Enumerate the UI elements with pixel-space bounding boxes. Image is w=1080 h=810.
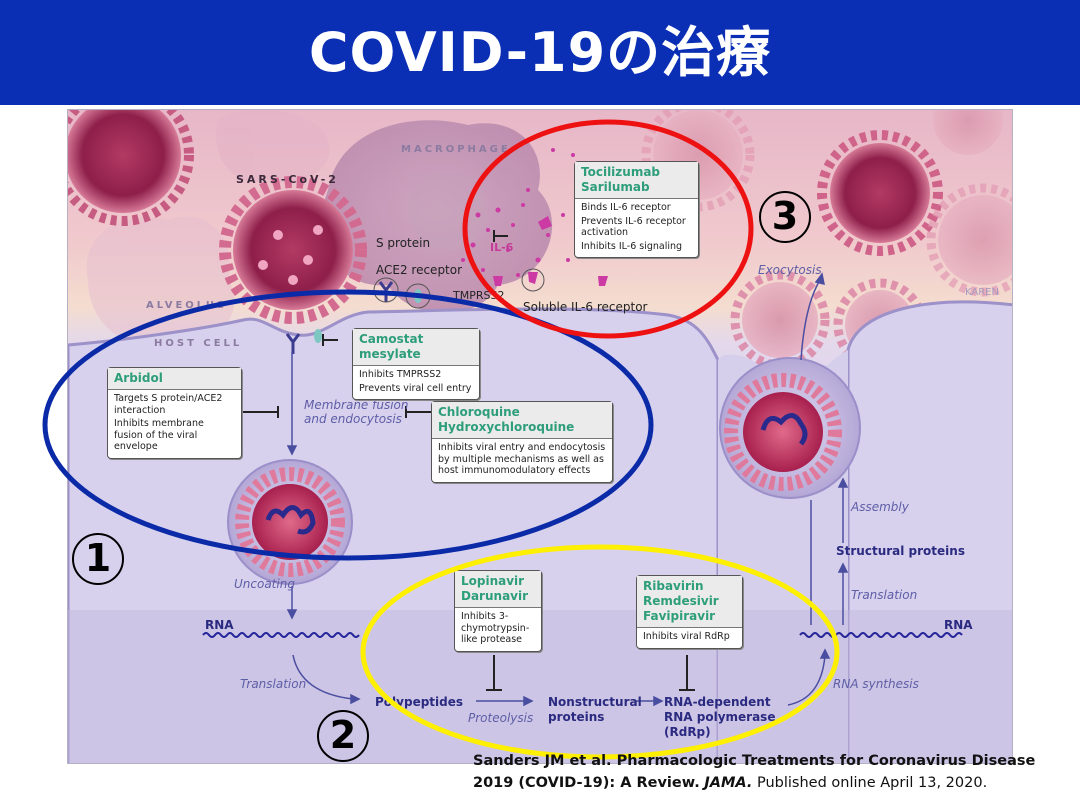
virus-particle <box>68 110 194 226</box>
label-host-cell: HOST CELL <box>154 338 243 349</box>
label-nonstructural: Nonstructural <box>548 695 642 709</box>
drug-name: Favipiravir <box>643 609 716 623</box>
marker-1: 1 <box>72 533 124 585</box>
label-proteins: proteins <box>548 710 605 724</box>
drug-effect: Inhibits IL-6 signaling <box>581 240 683 252</box>
drug-effect: Inhibits viral RdRp <box>643 631 730 642</box>
label-exocytosis: Exocytosis <box>758 263 822 277</box>
drug-box-arbidol: Arbidol Targets S protein/ACE2 interacti… <box>107 367 242 459</box>
label-karen: KAREN <box>965 287 999 298</box>
drug-effect: Prevents IL-6 receptor activation <box>581 215 686 239</box>
drug-name: Arbidol <box>114 371 163 385</box>
label-rdrp-line1: RNA-dependent <box>664 695 771 709</box>
label-soluble-il6-receptor: Soluble IL-6 receptor <box>523 300 648 314</box>
label-membrane-fusion: Membrane fusion <box>304 398 409 412</box>
drug-effect: Inhibits membrane fusion of the viral en… <box>114 418 204 452</box>
slide-header: COVID-19の治療 <box>0 0 1080 105</box>
citation-line1: Sanders JM et al. Pharmacologic Treatmen… <box>473 753 1036 769</box>
label-rna-right: RNA <box>944 618 973 632</box>
drug-name: Hydroxychloroquine <box>438 420 575 434</box>
drug-name: Sarilumab <box>581 180 650 194</box>
citation-journal: JAMA. <box>704 775 753 791</box>
sars-cov-2-virion <box>219 176 367 324</box>
label-tmprss2: TMPRSS2 <box>453 289 505 302</box>
citation-line2: 2019 (COVID-19): A Review. <box>473 775 700 791</box>
drug-name: Tocilizumab <box>581 165 661 179</box>
endosome <box>719 357 861 499</box>
label-macrophage: MACROPHAGE <box>401 144 511 155</box>
label-polypeptides: Polypeptides <box>375 695 464 709</box>
label-assembly: Assembly <box>851 500 909 514</box>
label-rna-synthesis: RNA synthesis <box>833 677 919 691</box>
label-rdrp-line3: (RdRp) <box>664 725 711 739</box>
label-sars-cov-2: SARS-CoV-2 <box>236 173 339 186</box>
drug-effect: Targets S protein/ACE2 interaction <box>114 393 223 416</box>
marker-2: 2 <box>317 710 369 762</box>
host-cell-membrane <box>846 300 1012 763</box>
drug-effect: Inhibits TMPRSS2 <box>359 369 442 380</box>
label-il6: IL-6 <box>490 241 514 254</box>
label-proteolysis: Proteolysis <box>468 711 534 725</box>
moa-diagram: MACROPHAGE SARS-CoV-2 S protein ACE2 rec… <box>67 109 1013 764</box>
virus-particle-faint <box>641 110 1012 297</box>
drug-effect: Inhibits viral entry and endocytosis by … <box>438 442 606 476</box>
citation-published: Published online April 13, 2020. <box>756 775 988 791</box>
label-endocytosis: and endocytosis <box>304 412 402 426</box>
label-translation-left: Translation <box>240 677 307 691</box>
label-rdrp-line2: RNA polymerase <box>664 710 776 724</box>
label-uncoating: Uncoating <box>234 577 295 591</box>
label-ace2-receptor: ACE2 receptor <box>376 263 463 277</box>
endosome <box>227 459 353 585</box>
drug-effect: Binds IL-6 receptor <box>581 202 671 213</box>
slide-title: COVID-19の治療 <box>308 21 772 84</box>
virus-particle <box>817 130 943 256</box>
label-rna-left: RNA <box>205 618 234 632</box>
label-translation-right: Translation <box>851 588 918 602</box>
label-s-protein: S protein <box>376 236 431 250</box>
drug-name: Chloroquine <box>438 405 520 419</box>
marker-3: 3 <box>759 191 811 243</box>
drug-name: Ribavirin <box>643 579 704 593</box>
rna-strand <box>202 632 360 638</box>
drug-name: Darunavir <box>461 589 529 603</box>
drug-name: Remdesivir <box>643 594 719 608</box>
drug-name: Lopinavir <box>461 574 525 588</box>
drug-effect: Inhibits 3-chymotrypsin-like protease <box>461 611 530 645</box>
drug-effect: Prevents viral cell entry <box>359 382 472 394</box>
label-alveolus: ALVEOLUS <box>146 300 228 311</box>
citation: Sanders JM et al. Pharmacologic Treatmen… <box>473 750 1073 794</box>
label-structural-proteins: Structural proteins <box>836 544 965 558</box>
drug-name: Camostat mesylate <box>359 332 424 361</box>
